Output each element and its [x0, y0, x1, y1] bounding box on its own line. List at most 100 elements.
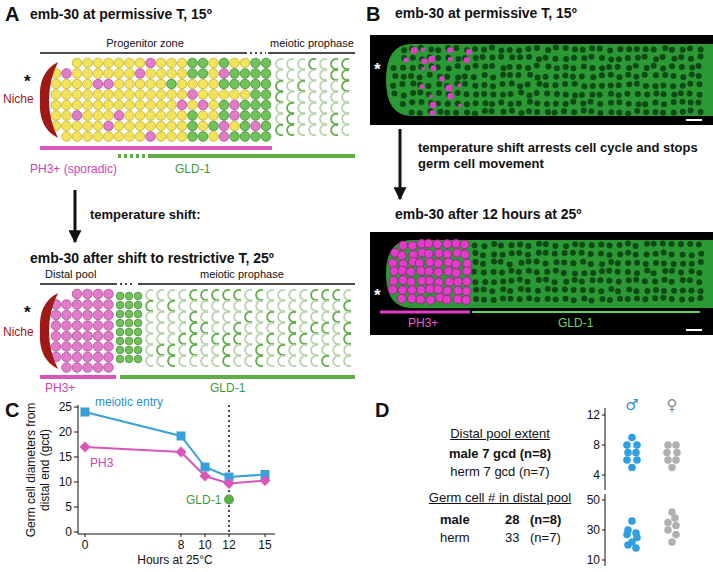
meiotic-cell [322, 290, 329, 300]
germ-cell [230, 100, 240, 110]
germ-cell [135, 121, 145, 131]
germ-cell [104, 58, 114, 68]
nucleus [400, 81, 406, 87]
nucleus [669, 279, 675, 285]
meiotic-cell [311, 312, 318, 322]
nucleus [616, 82, 622, 88]
tick [74, 482, 78, 483]
nucleus [526, 295, 532, 301]
nucleus [534, 100, 540, 106]
nucleus [481, 270, 487, 276]
nucleus [599, 296, 605, 302]
nucleus [562, 287, 568, 293]
nucleus [409, 110, 415, 116]
nucleus [454, 81, 460, 87]
nucleus [408, 73, 414, 79]
ph3-signal [430, 110, 435, 115]
data-point [177, 432, 186, 441]
nucleus [688, 296, 694, 302]
ph3-signal [397, 251, 406, 260]
germ-cell [72, 321, 82, 331]
nucleus [606, 268, 612, 274]
nucleus [599, 83, 605, 89]
germ-cell [62, 321, 72, 331]
data-point [663, 449, 671, 457]
nucleus [579, 92, 585, 98]
nucleus [417, 110, 423, 116]
nucleus [536, 56, 542, 62]
meiotic-cell [309, 125, 316, 135]
edge-label: temperature shift arrests cell cycle and… [418, 140, 703, 171]
nucleus [678, 54, 684, 60]
nucleus [625, 241, 631, 247]
nucleus [607, 297, 613, 303]
germ-cell [188, 69, 198, 79]
nucleus [617, 296, 623, 302]
germ-cell [251, 58, 261, 68]
meiotic-cell [300, 323, 307, 333]
zone-label: meiotic prophase [270, 37, 354, 50]
scale-bar [380, 311, 470, 314]
nucleus [588, 108, 594, 114]
germ-cell [251, 90, 261, 100]
meiotic-cell [223, 301, 230, 311]
meiotic-cell [333, 323, 340, 333]
data-point [628, 464, 636, 472]
nucleus [517, 277, 523, 283]
ph3-signal [424, 267, 433, 276]
axis-tick: 20 [59, 425, 72, 439]
nucleus [598, 288, 604, 294]
tick [74, 457, 78, 458]
meiotic-cell [333, 345, 340, 355]
meiotic-cell [333, 290, 340, 300]
germ-cell [134, 337, 142, 345]
meiotic-cell [179, 334, 186, 344]
germ-cell [240, 100, 250, 110]
germ-cell [114, 58, 124, 68]
meiotic-cell [289, 334, 296, 344]
nucleus [617, 242, 623, 248]
nucleus [490, 74, 496, 80]
germ-cell [125, 319, 133, 327]
meiotic-cell [311, 301, 318, 311]
nucleus [615, 64, 621, 70]
meiotic-cell [234, 356, 241, 366]
germ-cell [93, 111, 103, 121]
meiotic-cell [157, 356, 164, 366]
meiotic-cell [300, 312, 307, 322]
nucleus [606, 278, 612, 284]
nucleus [526, 54, 532, 60]
nucleus [410, 90, 416, 96]
nucleus [680, 74, 686, 80]
nucleus [599, 72, 605, 78]
meiotic-cell [256, 301, 263, 311]
data-point [201, 463, 210, 472]
nucleus [437, 109, 443, 115]
germ-cell [93, 58, 103, 68]
germ-cell [125, 292, 133, 300]
germ-cell [93, 300, 103, 310]
axis-tick: 10 [587, 553, 600, 567]
meiotic-cell [287, 81, 294, 91]
nucleus [473, 100, 479, 106]
nucleus [426, 83, 432, 89]
germ-cell [72, 58, 82, 68]
nucleus [561, 259, 567, 265]
nucleus [643, 109, 649, 115]
germ-cell [72, 111, 82, 121]
ph3-signal [407, 294, 416, 303]
data-point [260, 475, 271, 486]
germ-cell [93, 100, 103, 110]
nucleus [545, 63, 551, 69]
nucleus [516, 250, 522, 256]
nucleus [616, 56, 622, 62]
nucleus [580, 47, 586, 53]
meiotic-cell [190, 290, 197, 300]
nucleus [633, 288, 639, 294]
nucleus [508, 278, 514, 284]
nucleus [392, 91, 398, 97]
meiotic-cell [331, 59, 338, 69]
series-label: GLD-1 [186, 493, 221, 507]
nucleus [527, 99, 533, 105]
germ-cell [261, 132, 271, 142]
